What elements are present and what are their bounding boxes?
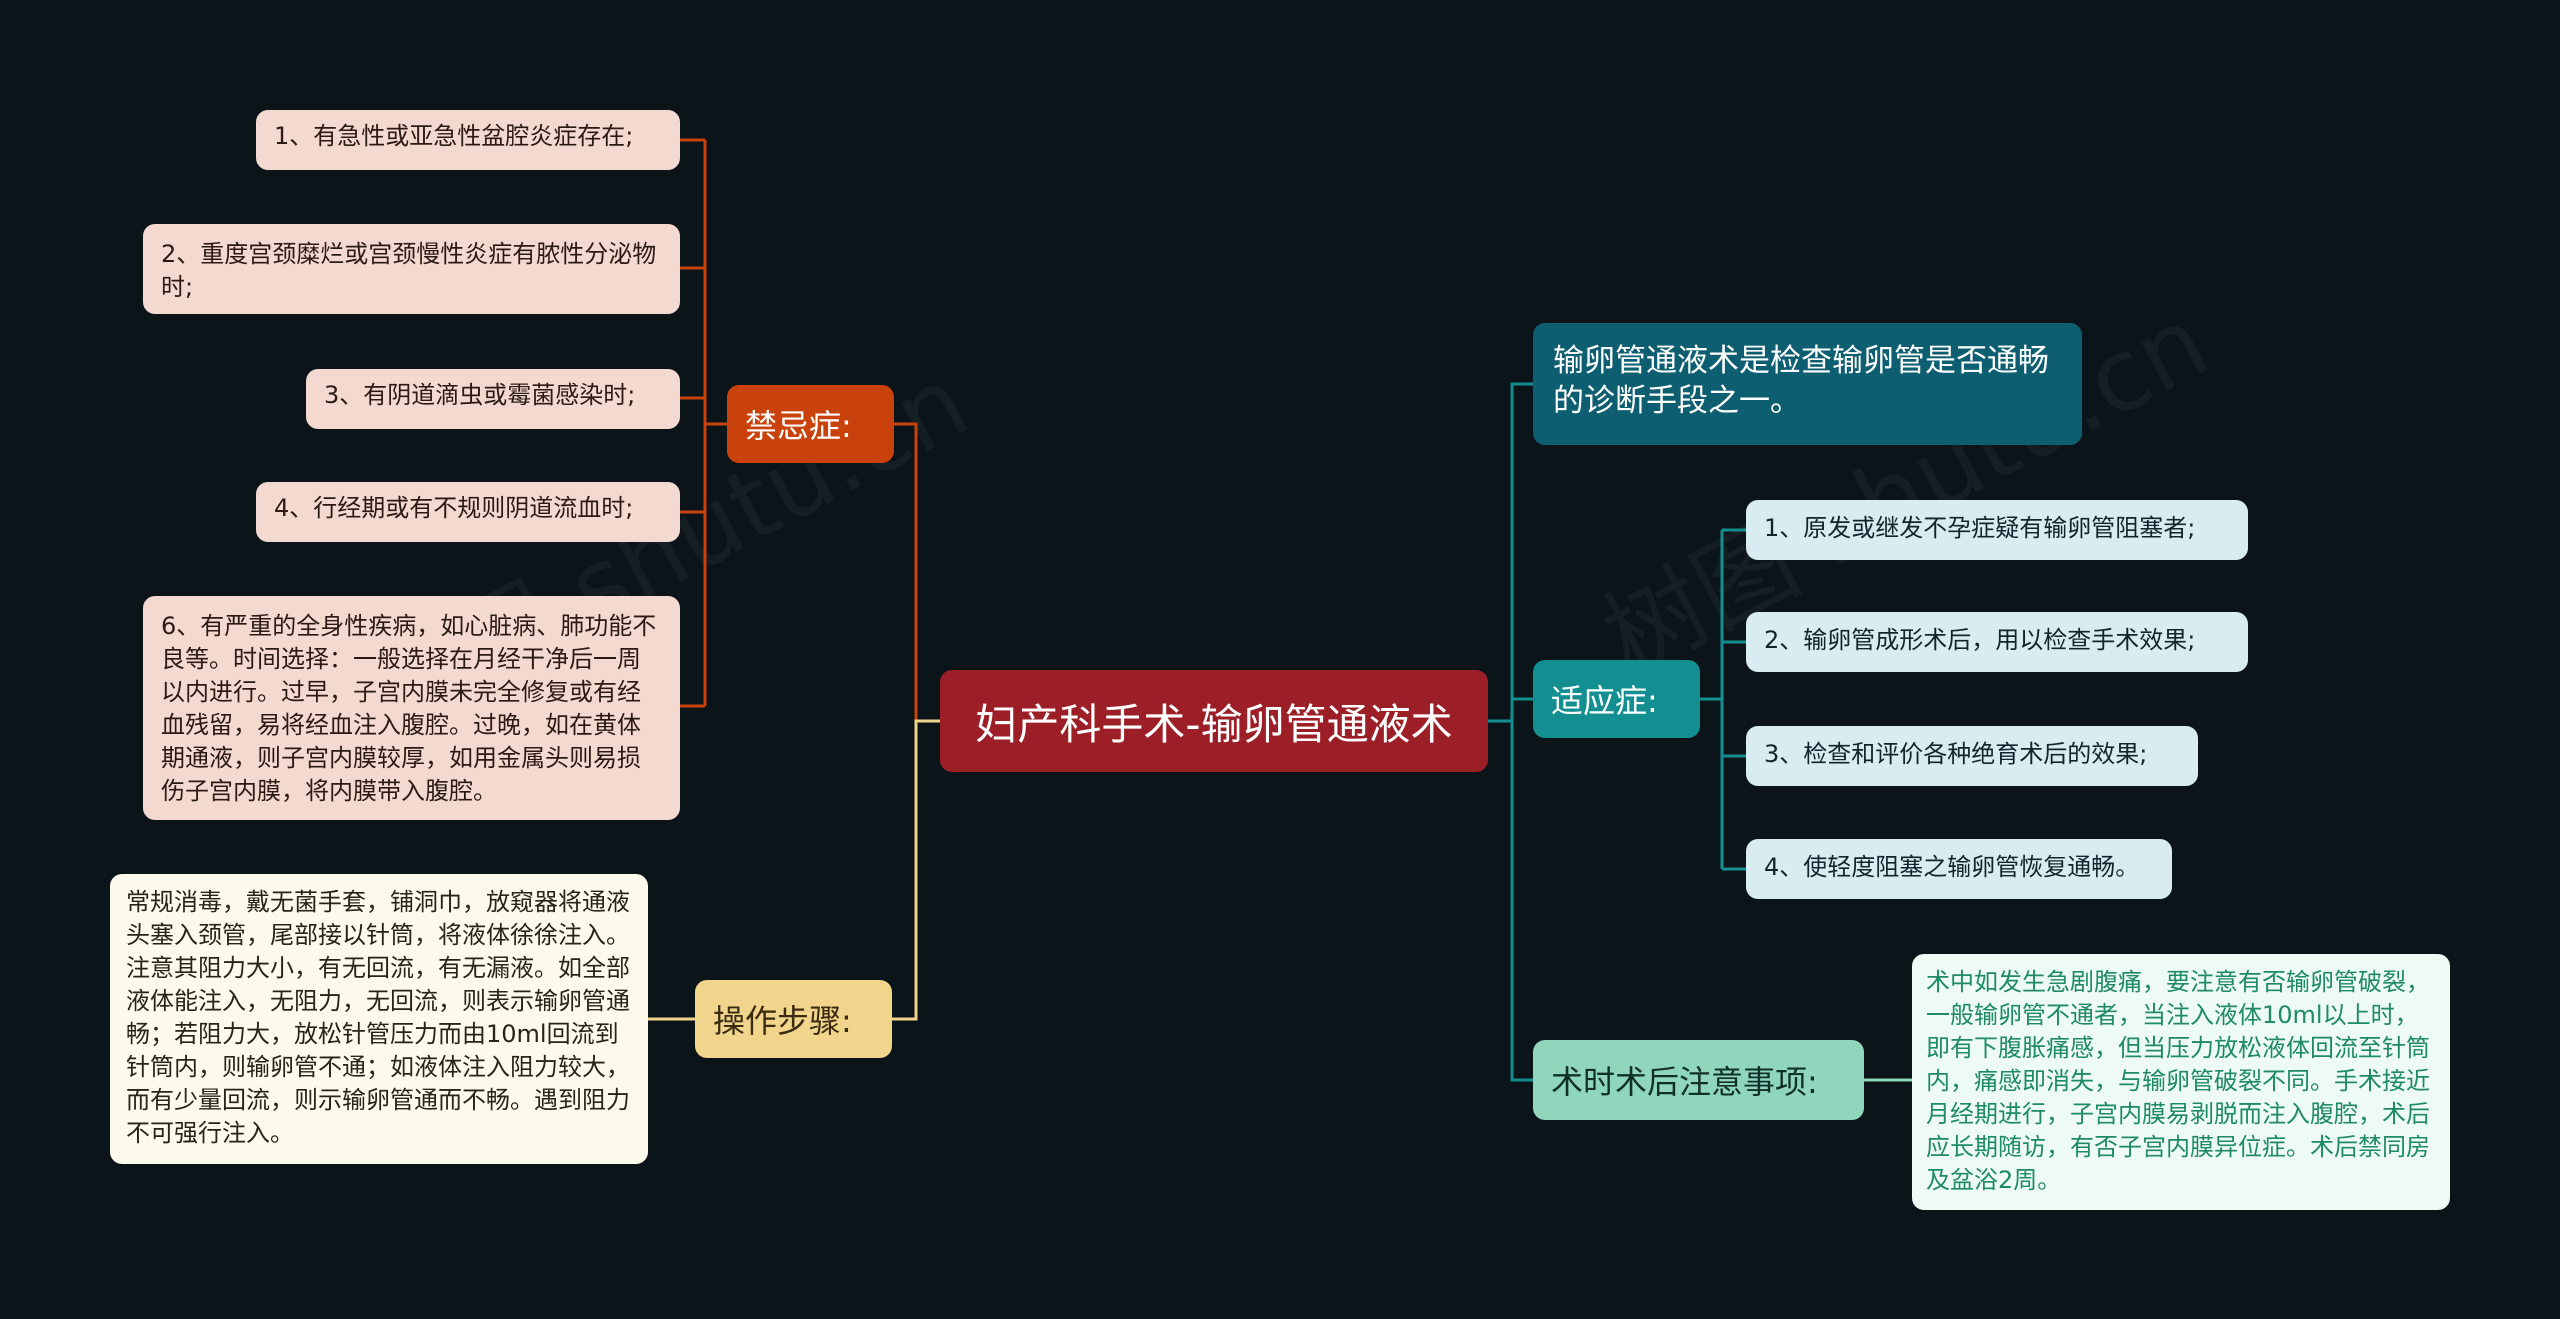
contraindication-item-3[interactable]: 3、有阴道滴虫或霉菌感染时; [306,369,680,429]
steps-item[interactable]: 常规消毒，戴无菌手套，铺洞巾，放窥器将通液头塞入颈管，尾部接以针筒，将液体徐徐注… [110,874,648,1164]
link-root-right [1488,382,1533,1082]
contraindication-item-2[interactable]: 2、重度宫颈糜烂或宫颈慢性炎症有脓性分泌物时; [143,224,680,314]
contraindication-item-6[interactable]: 6、有严重的全身性疾病，如心脏病、肺功能不良等。时间选择：一般选择在月经干净后一… [143,596,680,820]
contraindication-item-4[interactable]: 4、行经期或有不规则阴道流血时; [256,482,680,542]
link-contra-leaves [703,140,727,706]
indication-item-2[interactable]: 2、输卵管成形术后，用以检查手术效果; [1746,612,2248,672]
indication-item-1[interactable]: 1、原发或继发不孕症疑有输卵管阻塞者; [1746,500,2248,560]
branch-indications[interactable]: 适应症: [1533,660,1700,738]
branch-notes[interactable]: 术时术后注意事项: [1533,1040,1864,1120]
link-root-contraindications [894,422,940,723]
branch-steps[interactable]: 操作步骤: [695,980,892,1058]
notes-item[interactable]: 术中如发生急剧腹痛，要注意有否输卵管破裂，一般输卵管不通者，当注入液体10ml以… [1912,954,2450,1210]
branch-intro[interactable]: 输卵管通液术是检查输卵管是否通畅的诊断手段之一。 [1533,323,2082,445]
link-indic-leaves [1700,530,1724,869]
contraindication-item-1[interactable]: 1、有急性或亚急性盆腔炎症存在; [256,110,680,170]
indication-item-3[interactable]: 3、检查和评价各种绝育术后的效果; [1746,726,2198,786]
branch-contraindications[interactable]: 禁忌症: [727,385,894,463]
link-root-steps [892,719,940,1021]
root-topic[interactable]: 妇产科手术-输卵管通液术 [940,670,1488,772]
indication-item-4[interactable]: 4、使轻度阻塞之输卵管恢复通畅。 [1746,839,2172,899]
